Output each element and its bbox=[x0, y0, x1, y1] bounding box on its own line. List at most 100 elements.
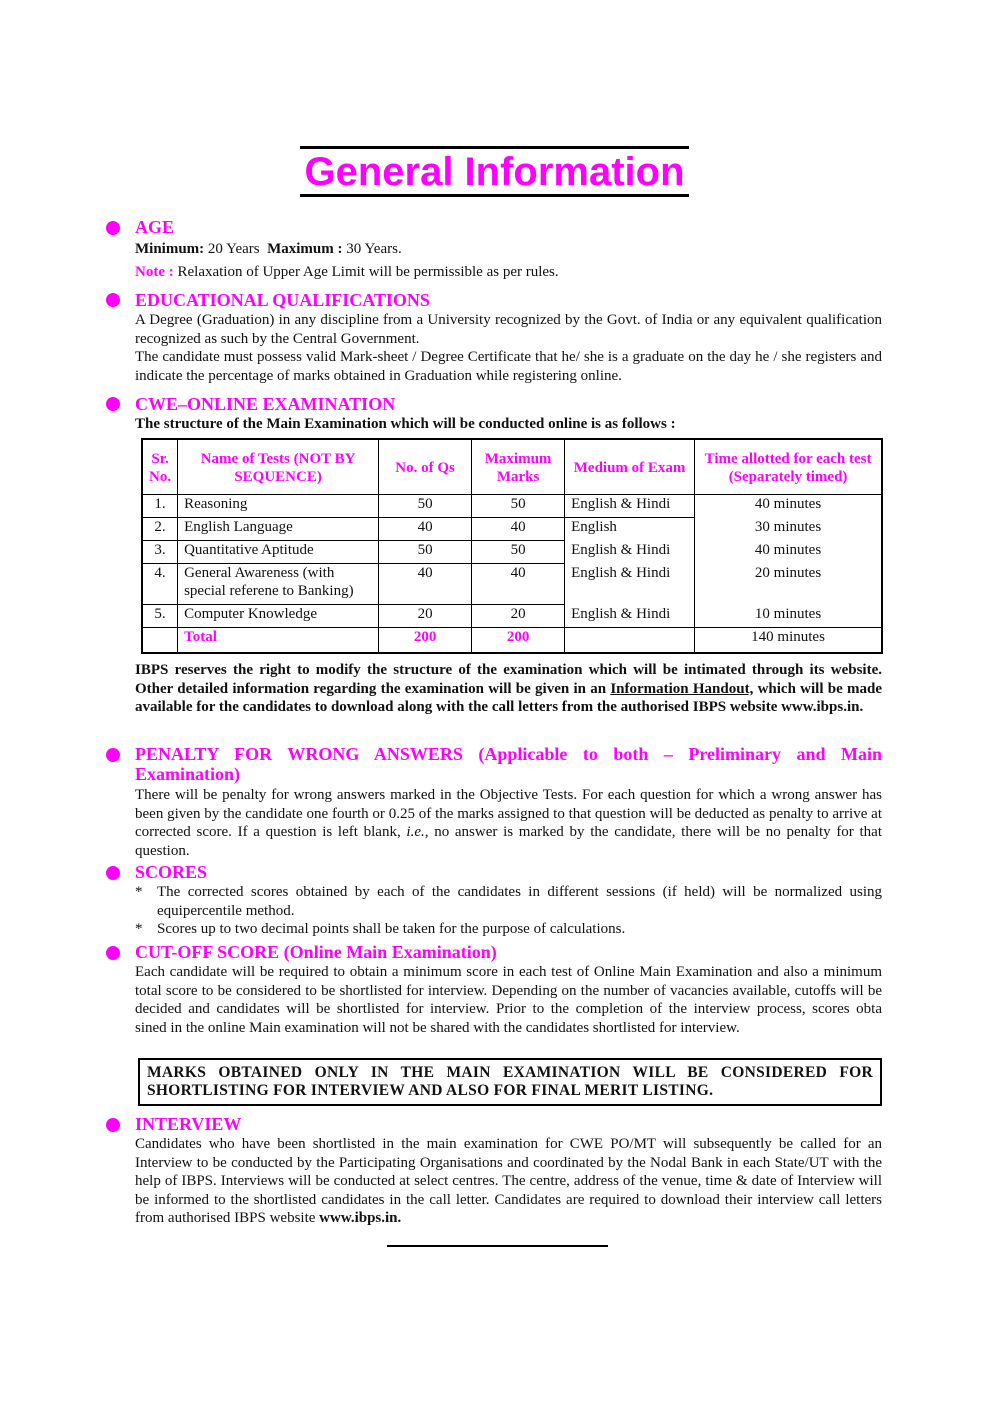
max-value: 30 Years. bbox=[346, 241, 402, 257]
table-row: 2. English Language 40 40 English 30 min… bbox=[141, 517, 883, 541]
ibps-text: which will be made available for the can… bbox=[135, 680, 882, 716]
cell: 40 minutes bbox=[694, 494, 883, 518]
cell bbox=[564, 627, 696, 653]
cell: 40 minutes bbox=[694, 540, 883, 564]
list-item: * The corrected scores obtained by each o… bbox=[135, 883, 882, 920]
page-title: General Information bbox=[304, 150, 685, 194]
cell: General Awareness (with special referene… bbox=[177, 563, 380, 605]
list-item: * Scores up to two decimal points shall b… bbox=[135, 920, 882, 939]
cell bbox=[141, 627, 179, 653]
interview-text: Candidates who have been shortlisted in … bbox=[135, 1135, 882, 1228]
bullet-icon bbox=[106, 1118, 120, 1132]
table-row: 3. Quantitative Aptitude 50 50 English &… bbox=[141, 540, 883, 564]
title-rule-bottom bbox=[300, 194, 689, 197]
table-row: 4. General Awareness (with special refer… bbox=[141, 563, 883, 605]
score-item-text: The corrected scores obtained by each of… bbox=[157, 884, 882, 919]
cell: Computer Knowledge bbox=[177, 604, 380, 628]
cell: 20 bbox=[378, 604, 473, 628]
max-label: Maximum : bbox=[267, 241, 343, 257]
total-qs: 200 bbox=[378, 627, 473, 653]
cell: 50 bbox=[471, 494, 566, 518]
age-text: Minimum: 20 Years Maximum : 30 Years. bbox=[135, 240, 882, 259]
col-header: Maximum Marks bbox=[471, 438, 566, 495]
cell: 50 bbox=[471, 540, 566, 564]
cell: 30 minutes bbox=[694, 517, 883, 541]
cell: 50 bbox=[378, 540, 473, 564]
cell: 40 bbox=[471, 517, 566, 541]
section-heading-age: AGE bbox=[135, 217, 175, 237]
min-value: 20 Years bbox=[207, 241, 260, 257]
bullet-icon bbox=[106, 748, 120, 762]
section-heading-education: EDUCATIONAL QUALIFICATIONS bbox=[135, 290, 430, 310]
cell: 3. bbox=[141, 540, 179, 564]
table-row: 5. Computer Knowledge 20 20 English & Hi… bbox=[141, 604, 883, 628]
interview-paragraph: Candidates who have been shortlisted in … bbox=[135, 1136, 882, 1227]
ibps-website-link[interactable]: www.ibps.in. bbox=[319, 1210, 402, 1227]
table-total-row: Total 200 200 140 minutes bbox=[141, 627, 883, 653]
cell: 40 bbox=[378, 517, 473, 541]
cell: 5. bbox=[141, 604, 179, 628]
cell: 20 bbox=[471, 604, 566, 628]
cell: 20 minutes bbox=[694, 563, 883, 605]
edu-paragraph-1: A Degree (Graduation) in any discipline … bbox=[135, 312, 882, 347]
penalty-text-1: There will be penalty for wrong answers … bbox=[135, 787, 882, 841]
cell: Quantitative Aptitude bbox=[177, 540, 380, 564]
col-header: Time allotted for each test (Separately … bbox=[694, 438, 883, 495]
bullet-icon bbox=[106, 946, 120, 960]
section-heading-penalty: PENALTY FOR WRONG ANSWERS (Applicable to… bbox=[135, 744, 882, 784]
col-header: Name of Tests (NOT BY SEQUENCE) bbox=[177, 438, 380, 495]
penalty-text: There will be penalty for wrong answers … bbox=[135, 786, 882, 860]
exam-structure-table: Sr. No. Name of Tests (NOT BY SEQUENCE) … bbox=[141, 438, 883, 654]
ibps-text: IBPS reserves the right to modify the st… bbox=[135, 662, 882, 697]
cell: 50 bbox=[378, 494, 473, 518]
col-header: Medium of Exam bbox=[564, 438, 696, 495]
cell: 2. bbox=[141, 517, 179, 541]
age-note: Note : Relaxation of Upper Age Limit wil… bbox=[135, 263, 882, 282]
bullet-icon bbox=[106, 221, 120, 235]
total-time: 140 minutes bbox=[694, 627, 883, 653]
section-heading-interview: INTERVIEW bbox=[135, 1114, 242, 1134]
merit-notice-box: MARKS OBTAINED ONLY IN THE MAIN EXAMINAT… bbox=[138, 1058, 882, 1106]
title-rule-top bbox=[300, 146, 689, 149]
information-handout-link[interactable]: Information Handout, bbox=[610, 680, 754, 697]
table-row: 1. Reasoning 50 50 English & Hindi 40 mi… bbox=[141, 494, 883, 518]
cell: English & Hindi bbox=[564, 563, 696, 605]
cell: English Language bbox=[177, 517, 380, 541]
scores-list: * The corrected scores obtained by each o… bbox=[135, 883, 882, 939]
asterisk-icon: * bbox=[135, 884, 143, 900]
cell: 4. bbox=[141, 563, 179, 605]
note-text: Relaxation of Upper Age Limit will be pe… bbox=[177, 264, 559, 280]
cwe-intro: The structure of the Main Examination wh… bbox=[135, 416, 676, 432]
total-marks: 200 bbox=[471, 627, 566, 653]
edu-text: A Degree (Graduation) in any discipline … bbox=[135, 311, 882, 385]
bullet-icon bbox=[106, 397, 120, 411]
cell: Reasoning bbox=[177, 494, 380, 518]
cell: English bbox=[564, 517, 696, 541]
bullet-icon bbox=[106, 293, 120, 307]
cell: 40 bbox=[378, 563, 473, 605]
section-heading-scores: SCORES bbox=[135, 862, 208, 882]
cell: English & Hindi bbox=[564, 494, 696, 518]
cell: 10 minutes bbox=[694, 604, 883, 628]
cutoff-text: Each candidate will be required to obtai… bbox=[135, 964, 901, 1036]
col-header: Sr. No. bbox=[141, 438, 179, 495]
note-label: Note : bbox=[135, 264, 174, 280]
end-rule bbox=[387, 1245, 608, 1247]
cell: 40 bbox=[471, 563, 566, 605]
col-header: No. of Qs bbox=[378, 438, 473, 495]
section-heading-cwe: CWE–ONLINE EXAMINATION bbox=[135, 394, 396, 414]
penalty-text-2: no answer is marked by the candidate, th… bbox=[135, 824, 883, 859]
score-item-text: Scores up to two decimal points shall be… bbox=[157, 921, 626, 938]
asterisk-icon: * bbox=[135, 921, 143, 938]
min-label: Minimum: bbox=[135, 241, 205, 257]
total-label: Total bbox=[177, 627, 380, 653]
cell: English & Hindi bbox=[564, 604, 696, 628]
bullet-icon bbox=[106, 866, 120, 880]
penalty-ie: i.e., bbox=[406, 824, 429, 841]
ibps-notice: IBPS reserves the right to modify the st… bbox=[135, 661, 882, 717]
section-heading-cutoff: CUT-OFF SCORE (Online Main Examination) bbox=[135, 942, 497, 962]
cell: English & Hindi bbox=[564, 540, 696, 564]
edu-paragraph-2: The candidate must possess valid Mark-sh… bbox=[135, 349, 882, 384]
cell: 1. bbox=[141, 494, 179, 518]
